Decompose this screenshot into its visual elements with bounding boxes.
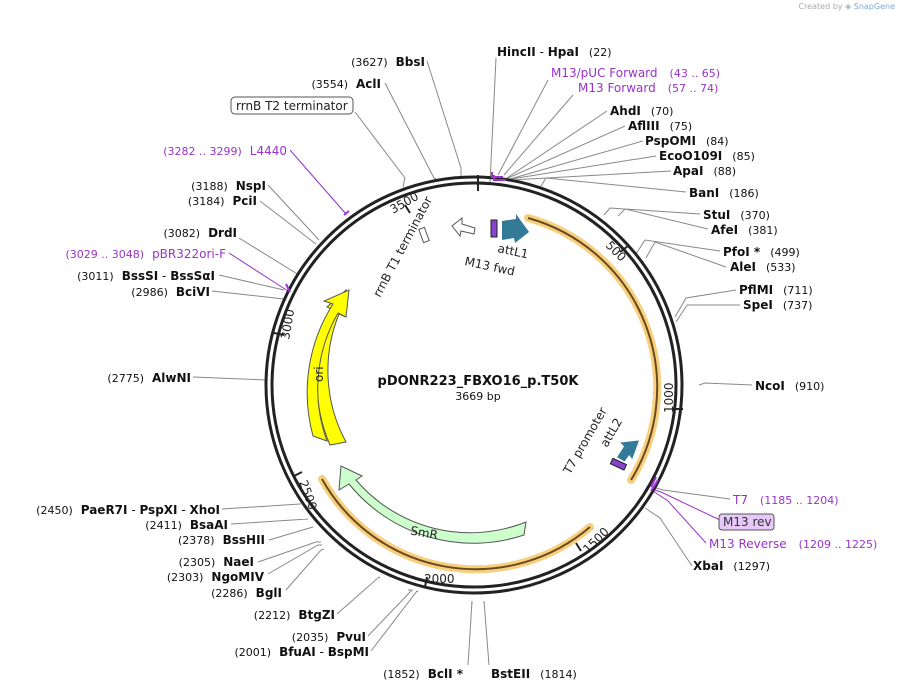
rrnb-t2-box	[230, 96, 354, 115]
plasmid-size: 3669 bp	[455, 390, 500, 403]
site-naei[interactable]: (2305)NaeI	[179, 555, 254, 569]
tick-2000: 2000	[424, 572, 455, 586]
site-xbai[interactable]: XbaI(1297)	[693, 559, 770, 573]
site-ahdi[interactable]: AhdI(70)	[610, 104, 673, 118]
attl2-feature[interactable]	[612, 435, 645, 465]
t7-primer-mark	[609, 457, 628, 471]
tick-marks	[273, 204, 683, 588]
site-afliii[interactable]: AflIII(75)	[628, 119, 692, 133]
site-m13fwd[interactable]: M13 Forward(57 .. 74)	[578, 81, 718, 95]
plasmid-name: pDONR223_FBXO16_p.T50K	[378, 374, 580, 389]
site-m13rev[interactable]: M13 rev	[718, 513, 775, 531]
m13fwd-primer-mark	[490, 219, 498, 238]
site-apai[interactable]: ApaI(88)	[673, 164, 736, 178]
site-bani[interactable]: BanI(186)	[689, 186, 759, 200]
site-bbsi[interactable]: (3627)BbsI	[351, 55, 425, 69]
rrnb-t1-feature[interactable]	[451, 216, 476, 238]
snapgene-logo-icon: ◈	[845, 2, 852, 11]
site-afei[interactable]: AfeI(381)	[711, 223, 778, 237]
site-bsaai[interactable]: (2411)BsaAI	[145, 518, 228, 532]
smr-label: SmR	[409, 524, 439, 543]
rrnb-t2-small	[418, 226, 430, 244]
site-ncoi[interactable]: NcoI(910)	[755, 379, 824, 393]
site-pcii[interactable]: (3184)PciI	[188, 194, 257, 208]
attl1-label: attL1	[496, 241, 529, 261]
site-bsssi[interactable]: (3011)BssSI - BssSαI	[77, 269, 215, 283]
tick-1000: 1000	[662, 382, 676, 413]
site-btgzi[interactable]: (2212)BtgZI	[254, 608, 335, 622]
site-pfoi[interactable]: PfoI *(499)	[723, 245, 800, 259]
site-alei[interactable]: AleI(533)	[730, 260, 796, 274]
site-hincii[interactable]: HincII - HpaI(22)	[497, 45, 612, 59]
site-drdi[interactable]: (3082)DrdI	[163, 226, 237, 240]
site-bfuai[interactable]: (2001)BfuAI - BspMI	[234, 645, 369, 659]
site-pspomi[interactable]: PspOMI(84)	[645, 134, 729, 148]
m13fwd-label: M13 fwd	[463, 254, 516, 278]
m13rev-box	[718, 513, 775, 531]
backbone-inner	[270, 181, 678, 589]
primer-marks	[285, 172, 659, 492]
site-l4440[interactable]: (3282 .. 3299)L4440	[163, 144, 287, 158]
tick-3000: 3000	[278, 308, 297, 341]
site-t7[interactable]: T7(1185 .. 1204)	[732, 493, 839, 507]
site-bgli[interactable]: (2286)BglI	[211, 586, 282, 600]
site-alwni[interactable]: (2775)AlwNI	[107, 371, 191, 385]
site-ngomiv[interactable]: (2303)NgoMIV	[167, 570, 265, 584]
site-m13reverse[interactable]: M13 Reverse(1209 .. 1225)	[709, 537, 877, 551]
site-acli[interactable]: (3554)AclI	[311, 77, 381, 91]
brand-name: SnapGene	[853, 2, 895, 11]
attl1-feature[interactable]	[502, 214, 529, 243]
site-spei[interactable]: SpeI(737)	[743, 298, 812, 312]
site-ecoo109i[interactable]: EcoO109I(85)	[659, 149, 755, 163]
site-bcivi[interactable]: (2986)BciVI	[131, 285, 210, 299]
smr-feature[interactable]	[338, 465, 527, 544]
backbone-outer	[264, 175, 684, 595]
site-pflmi[interactable]: PflMI(711)	[739, 283, 813, 297]
site-bsshii[interactable]: (2378)BssHII	[178, 533, 265, 547]
m13rev-label: M13 rev	[723, 515, 772, 529]
site-stui[interactable]: StuI(370)	[703, 208, 770, 222]
site-rrnb-t2[interactable]: rrnB T2 terminator	[230, 96, 354, 115]
site-m13puc[interactable]: M13/pUC Forward(43 .. 65)	[551, 66, 720, 80]
leader-lines	[192, 57, 753, 666]
tick-2500: 2500	[296, 478, 320, 511]
created-by-text: Created by	[798, 2, 843, 11]
ori-label: ori	[312, 366, 326, 382]
site-bcli[interactable]: (1852)BclI *	[383, 667, 464, 681]
site-paer7i[interactable]: (2450)PaeR7I - PspXI - XhoI	[36, 503, 220, 517]
site-bsteii[interactable]: BstEII(1814)	[491, 667, 577, 681]
site-nspi[interactable]: (3188)NspI	[191, 179, 266, 193]
site-pbr322ori-f[interactable]: (3029 .. 3048)pBR322ori-F	[66, 247, 227, 261]
rrnb-t2-label: rrnB T2 terminator	[236, 99, 348, 113]
snapgene-brand: Created by ◈ SnapGene	[798, 2, 895, 11]
site-pvui[interactable]: (2035)PvuI	[292, 630, 366, 644]
